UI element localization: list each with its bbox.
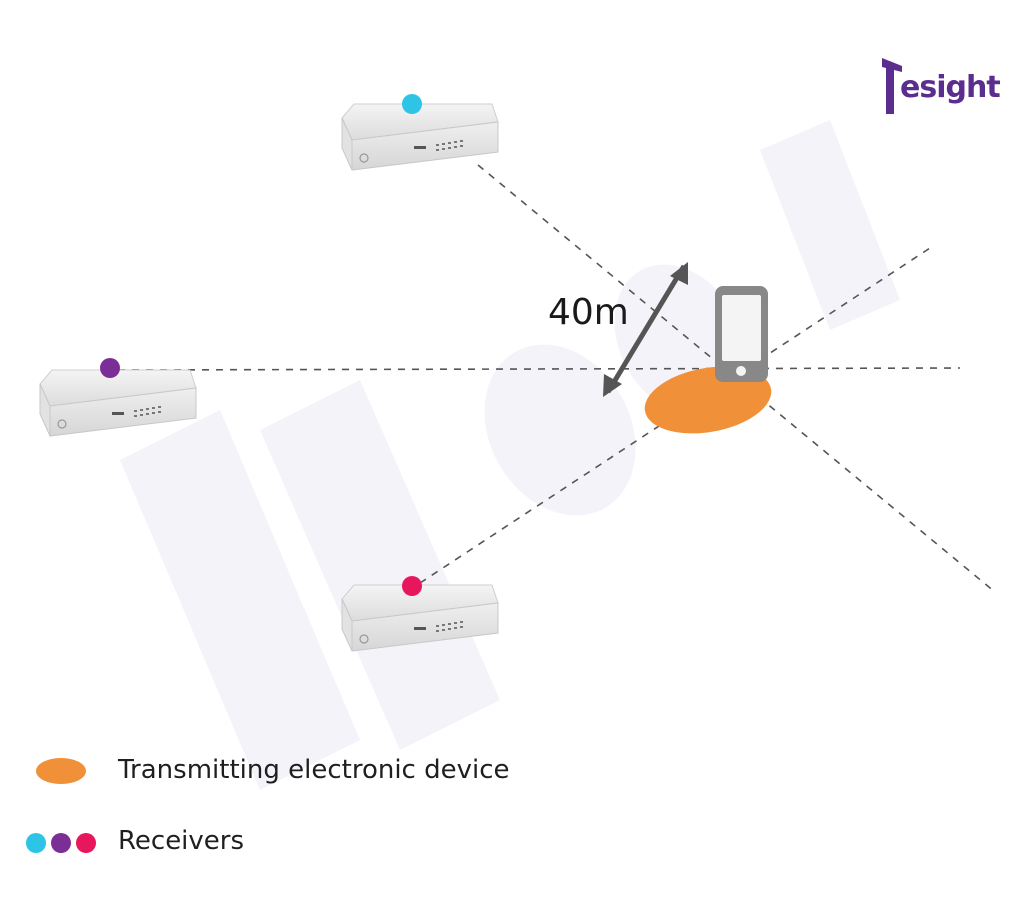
legend-transmitter-swatch (36, 758, 86, 784)
logo-text: esight (900, 70, 1001, 105)
line-left-receiver (117, 367, 961, 371)
receiver-top (341, 94, 499, 171)
line-bottom-receiver (419, 247, 931, 584)
receiver-dot-cyan (402, 94, 422, 114)
receiver-dot-purple (100, 358, 120, 378)
distance-label: 40m (548, 292, 629, 333)
receiver-dot-pink (402, 576, 422, 596)
distance-arrow (603, 262, 688, 397)
signal-lines (117, 164, 996, 593)
logo-mark-icon (882, 58, 902, 114)
legend-transmitter-label: Transmitting electronic device (118, 755, 510, 785)
legend-receivers-label: Receivers (118, 826, 245, 856)
receiver-left (39, 358, 197, 437)
receiver-bottom (341, 576, 499, 652)
legend-dot-purple (51, 833, 71, 853)
tesight-logo: esight (880, 56, 1001, 116)
transmitter-ellipse (644, 366, 772, 434)
legend-dot-pink (76, 833, 96, 853)
watermark (120, 120, 900, 790)
legend-dot-cyan (26, 833, 46, 853)
phone-icon (715, 286, 768, 382)
